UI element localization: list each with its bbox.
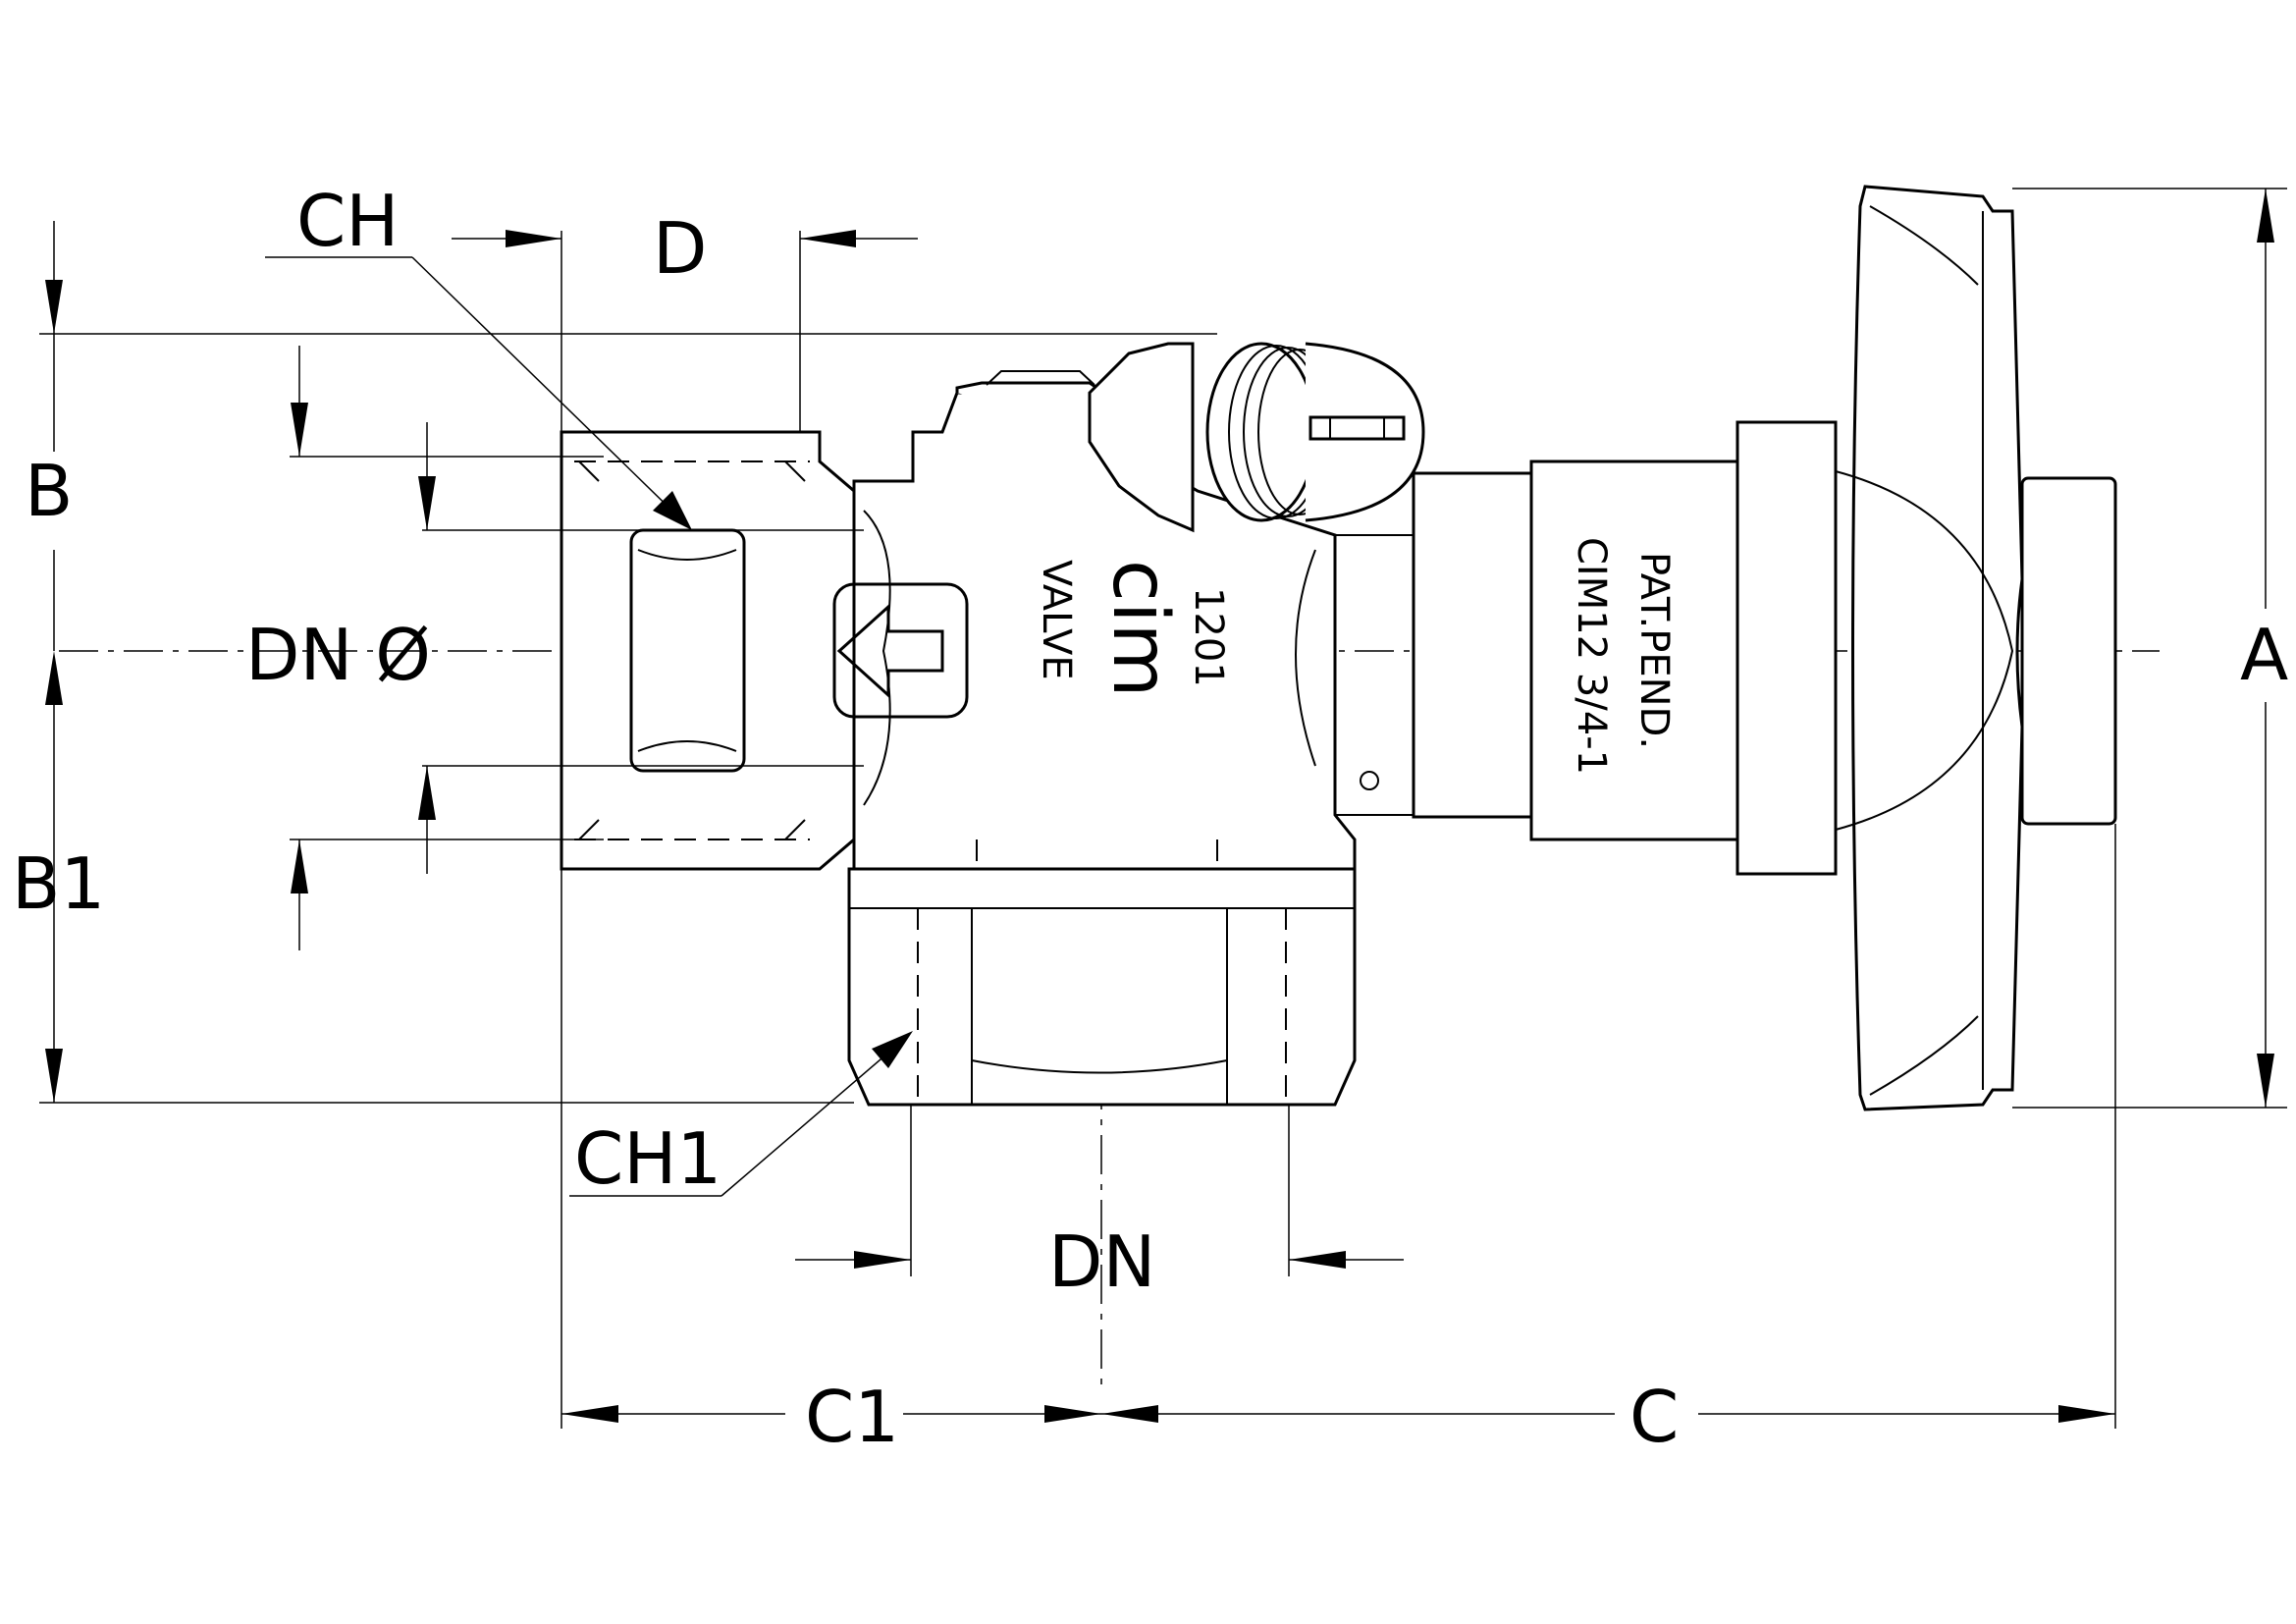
dim-label-ch: CH	[296, 180, 399, 262]
stem-assembly	[1412, 185, 2117, 1111]
dimension-dn-diameter: DN Ø	[245, 346, 864, 950]
side-port-dome	[1305, 342, 1425, 522]
stem-marking: PAT.PEND. CIM12 3/4-1	[1569, 537, 1677, 775]
body-marking-line3: VALVE	[1034, 560, 1079, 680]
stem-marking-line1: PAT.PEND.	[1631, 552, 1677, 749]
side-port-cap	[1205, 342, 1317, 522]
outlet-hex-nut	[847, 867, 1357, 1107]
dimension-b1: B1	[12, 842, 854, 1104]
handwheel	[1851, 185, 2024, 1111]
body-marking-logo: cim	[1095, 560, 1184, 698]
dimension-b: B	[25, 221, 1217, 1103]
body-marking: 1201 cim VALVE	[1034, 560, 1231, 698]
dim-label-ch1: CH1	[574, 1117, 721, 1200]
side-port	[1088, 342, 1425, 533]
side-port-slot	[1308, 415, 1406, 441]
side-port-boss	[1088, 342, 1195, 533]
dimension-dn: DN	[795, 1105, 1404, 1303]
bonnet-ring	[1412, 471, 1533, 819]
dim-label-b: B	[25, 450, 73, 532]
dim-label-c1: C1	[805, 1376, 899, 1458]
dimension-ch: CH	[265, 180, 692, 530]
dim-label-c: C	[1629, 1376, 1679, 1458]
dimension-ch1: CH1	[569, 1031, 913, 1200]
stem-marking-line2: CIM12 3/4-1	[1569, 537, 1614, 775]
flow-arrow-plate	[832, 582, 969, 719]
body-pin-hole	[1360, 771, 1379, 790]
dimension-c1-c: C1 C	[561, 824, 2116, 1458]
dim-label-b1: B1	[12, 842, 105, 925]
dimension-a: A	[2012, 188, 2288, 1109]
inlet-hex-nut	[560, 430, 856, 871]
dim-label-d: D	[653, 207, 707, 290]
dim-label-a: A	[2240, 614, 2288, 696]
dim-label-dn: DN	[1048, 1220, 1155, 1303]
handwheel-hub	[2020, 476, 2117, 826]
body-marking-line1: 1201	[1186, 587, 1231, 687]
stem-sleeve	[1529, 460, 1739, 841]
dimension-d: D	[452, 207, 918, 432]
dim-label-dn-diameter: DN Ø	[245, 614, 431, 696]
flow-arrow-icon	[836, 603, 944, 699]
stem-collar	[1735, 420, 1838, 876]
